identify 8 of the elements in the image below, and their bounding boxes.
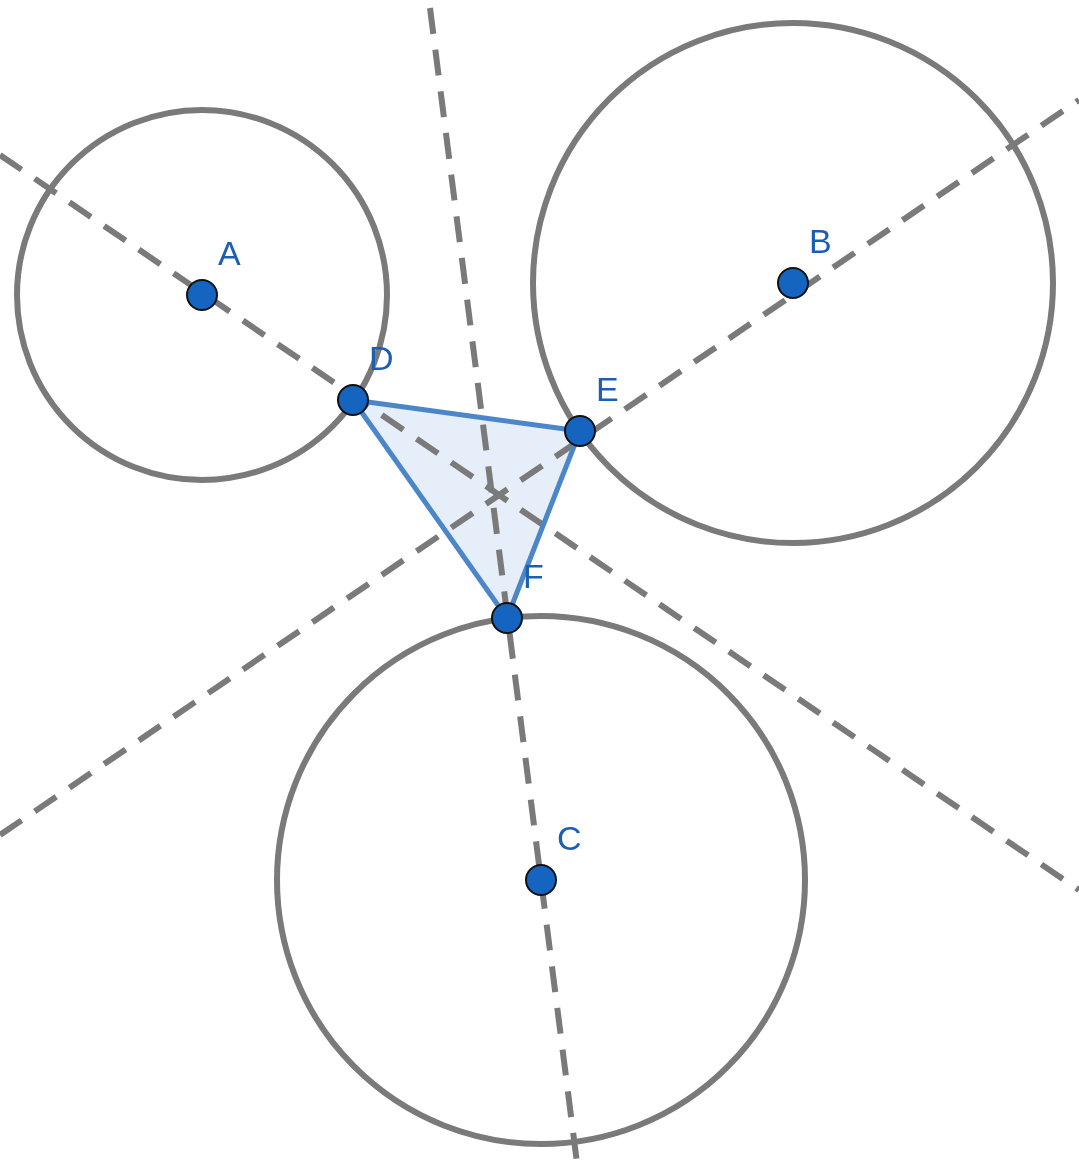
point-label: A [218,233,241,273]
triangle-side [359,410,501,608]
point-label: F [523,556,544,596]
point-label: E [596,369,619,409]
point-label: B [809,221,832,261]
triangle-side [510,444,577,605]
triangle-side [367,399,566,432]
point-label: C [557,818,582,858]
